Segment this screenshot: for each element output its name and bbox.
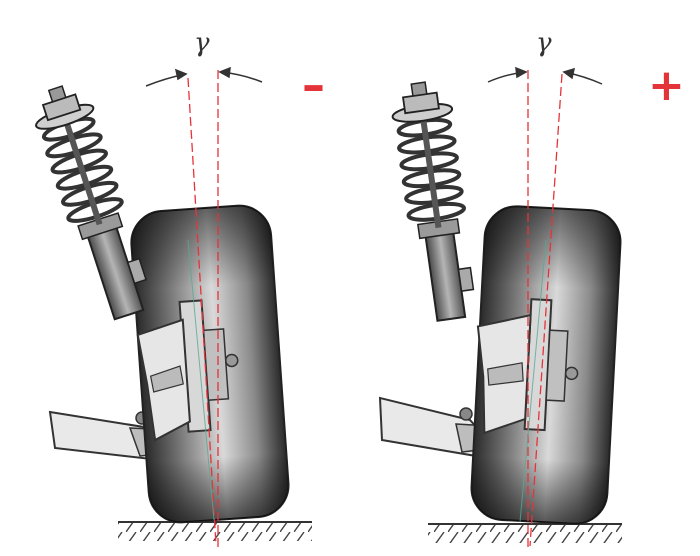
positive-camber-panel: γ + xyxy=(350,0,700,556)
positive-camber-diagram xyxy=(378,66,622,548)
wheel-centerline xyxy=(187,239,215,521)
dimension-arrow-icon xyxy=(145,66,263,87)
ground-hatch-icon xyxy=(428,523,622,543)
dimension-arrow-icon xyxy=(487,66,603,85)
wheel-axis-line xyxy=(529,73,563,547)
negative-camber-panel: γ – xyxy=(35,28,325,548)
positive-sign: + xyxy=(648,60,685,111)
wheel-centerline xyxy=(519,239,547,523)
strut-assembly xyxy=(35,85,147,321)
wheel-tire-icon xyxy=(470,205,622,525)
camber-angle-symbol: γ xyxy=(536,28,552,58)
wheel-tire-icon xyxy=(130,204,290,524)
negative-camber-diagram xyxy=(35,66,312,548)
camber-angle-symbol: γ xyxy=(194,28,210,58)
negative-sign: – xyxy=(302,58,325,112)
strut-assembly xyxy=(391,81,475,322)
